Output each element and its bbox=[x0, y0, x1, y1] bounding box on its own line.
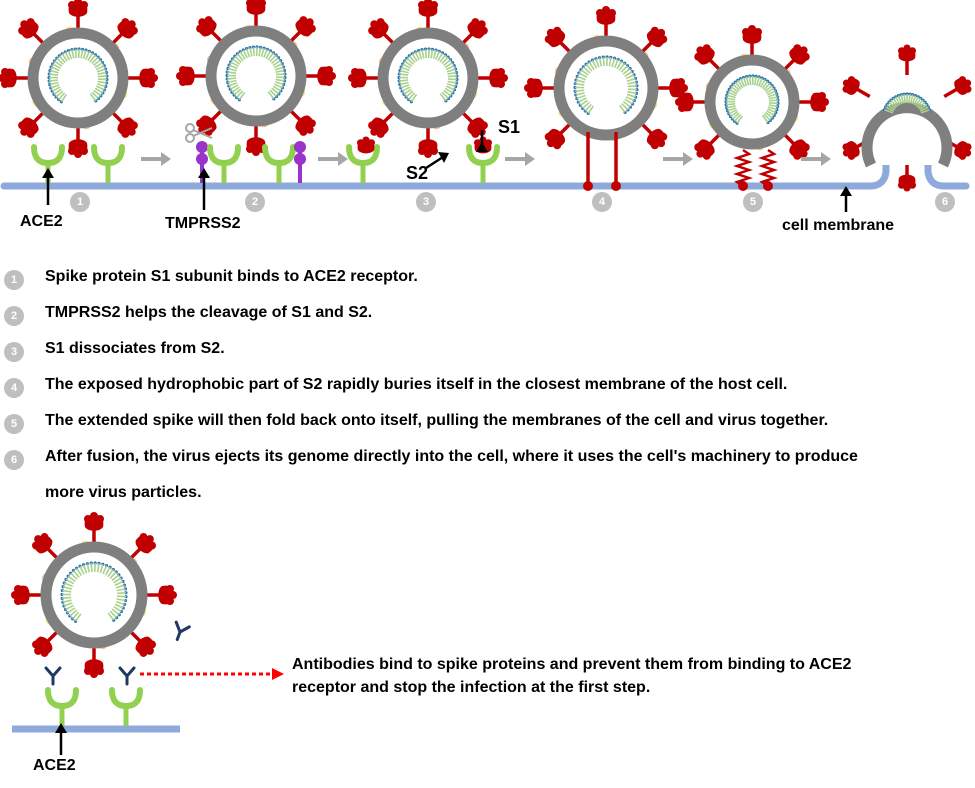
s2-pointer bbox=[425, 152, 449, 170]
s2-label: S2 bbox=[406, 163, 429, 183]
stage-badge-6: 6 bbox=[935, 192, 955, 212]
step-text-4: The exposed hydrophobic part of S2 rapid… bbox=[45, 376, 788, 393]
virus-stage-4 bbox=[524, 6, 688, 150]
step-number-4: 4 bbox=[4, 378, 24, 398]
antibody-a bbox=[174, 620, 191, 642]
s2-hairpin-b bbox=[758, 148, 778, 188]
cell-membrane-pointer bbox=[840, 186, 852, 212]
ace2-receptor-bottom-a bbox=[45, 687, 79, 726]
process-arrow-5 bbox=[801, 152, 831, 166]
ace2-receptor-3a bbox=[346, 144, 380, 183]
tmprss2-receptor-2b bbox=[294, 141, 306, 183]
antibody-text-line-2: receptor and stop the infection at the f… bbox=[292, 679, 651, 696]
antibody-c bbox=[118, 666, 136, 686]
ace2-receptor-2a bbox=[207, 144, 241, 183]
stage-badge-5: 5 bbox=[743, 192, 763, 212]
cell-membrane-label: cell membrane bbox=[782, 217, 895, 234]
antibody-text-line-1: Antibodies bind to spike proteins and pr… bbox=[292, 656, 852, 673]
s2-hairpin-a bbox=[733, 148, 753, 188]
ace2-pointer bbox=[42, 168, 54, 205]
membrane-fusion-left bbox=[869, 165, 890, 190]
step-text-2: TMPRSS2 helps the cleavage of S1 and S2. bbox=[45, 304, 373, 321]
s1-pointer bbox=[476, 130, 488, 152]
ace2-label: ACE2 bbox=[20, 213, 63, 230]
ace2-receptor-2b bbox=[262, 144, 296, 183]
virus-antibody-panel bbox=[11, 512, 177, 678]
process-arrow-1 bbox=[141, 152, 171, 166]
step-text-6-continued: more virus particles. bbox=[45, 484, 202, 501]
step-number-5: 5 bbox=[4, 414, 24, 434]
ace2-bottom-label: ACE2 bbox=[33, 757, 76, 774]
membrane-fusion-right bbox=[924, 161, 970, 190]
step-text-6: After fusion, the virus ejects its genom… bbox=[45, 448, 858, 465]
step-text-5: The extended spike will then fold back o… bbox=[45, 412, 829, 429]
stage-badge-3: 3 bbox=[416, 192, 436, 212]
antibody-description: Antibodies bind to spike proteins and pr… bbox=[292, 653, 851, 699]
process-arrow-3 bbox=[505, 152, 535, 166]
process-arrow-2 bbox=[318, 152, 348, 166]
ace2-bottom-pointer bbox=[55, 723, 67, 755]
step-number-2: 2 bbox=[4, 306, 24, 326]
step-number-1: 1 bbox=[4, 270, 24, 290]
s1-label: S1 bbox=[498, 117, 521, 137]
step-number-3: 3 bbox=[4, 342, 24, 362]
dashed-arrow bbox=[140, 668, 284, 680]
ace2-receptor-1b bbox=[91, 144, 125, 183]
virus-stage-5 bbox=[675, 25, 829, 160]
scissors-icon bbox=[185, 123, 213, 143]
step-number-6: 6 bbox=[4, 450, 24, 470]
stage-badge-2: 2 bbox=[245, 192, 265, 212]
antibody-b bbox=[44, 666, 62, 686]
ace2-receptor-bottom-b bbox=[109, 687, 143, 726]
virus-stage-3 bbox=[348, 0, 508, 158]
step-text-1: Spike protein S1 subunit binds to ACE2 r… bbox=[45, 268, 418, 285]
process-arrow-4 bbox=[663, 152, 693, 166]
virus-stage-2 bbox=[176, 0, 336, 156]
virus-stage-6 bbox=[842, 44, 972, 192]
virus-stage-1 bbox=[0, 0, 158, 158]
ace2-receptor-3b bbox=[466, 144, 500, 183]
step-text-3: S1 dissociates from S2. bbox=[45, 340, 225, 357]
tmprss2-label: TMPRSS2 bbox=[165, 215, 241, 232]
stage-badge-4: 4 bbox=[592, 192, 612, 212]
tmprss2-pointer bbox=[198, 168, 210, 210]
stage-badge-1: 1 bbox=[70, 192, 90, 212]
